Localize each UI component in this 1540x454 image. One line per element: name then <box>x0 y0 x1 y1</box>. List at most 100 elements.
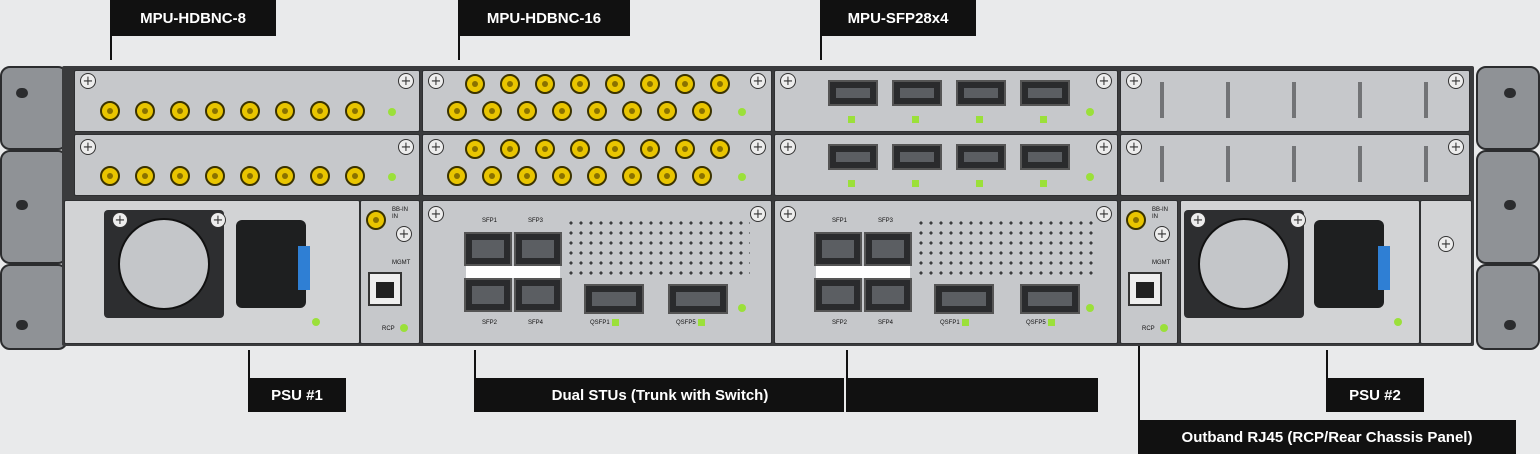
rj45-port-icon[interactable] <box>368 272 402 306</box>
sfp-cage-icon[interactable] <box>1020 144 1070 170</box>
qsfp5-label: QSFP5 <box>1026 320 1046 326</box>
bnc-connector-icon[interactable] <box>692 101 712 121</box>
sfp-cage-icon[interactable] <box>464 232 512 266</box>
bnc-connector-icon[interactable] <box>240 166 260 186</box>
bnc-connector-icon[interactable] <box>552 101 572 121</box>
sfp-cage-icon[interactable] <box>864 278 912 312</box>
in-label: IN <box>392 214 398 220</box>
sfp-cage-icon[interactable] <box>892 144 942 170</box>
bnc-connector-icon[interactable] <box>675 139 695 159</box>
bnc-connector-icon[interactable] <box>570 139 590 159</box>
rack-hole <box>16 320 28 330</box>
rj45-port-icon[interactable] <box>1128 272 1162 306</box>
bnc-connector-icon[interactable] <box>205 166 225 186</box>
status-led-icon <box>312 318 320 326</box>
sfp-cage-icon[interactable] <box>1020 80 1070 106</box>
sfp-cage-icon[interactable] <box>956 80 1006 106</box>
rack-hole <box>1504 200 1516 210</box>
blank-panel-vents <box>1160 82 1440 118</box>
sfp-cage-icon[interactable] <box>956 144 1006 170</box>
sfp-cage-icon[interactable] <box>514 278 562 312</box>
screw-icon: + <box>1154 226 1170 242</box>
bnc-connector-icon[interactable] <box>482 101 502 121</box>
bnc-connector-icon[interactable] <box>535 139 555 159</box>
screw-icon: + <box>398 73 414 89</box>
sfp-cage-icon[interactable] <box>828 144 878 170</box>
bnc-connector-icon[interactable] <box>170 101 190 121</box>
bnc-connector-icon[interactable] <box>675 74 695 94</box>
bnc-connector-icon[interactable] <box>622 101 642 121</box>
qsfp-cage-icon[interactable] <box>934 284 994 314</box>
bnc-connector-icon[interactable] <box>587 101 607 121</box>
bnc-connector-icon[interactable] <box>345 101 365 121</box>
bnc-connector-icon[interactable] <box>170 166 190 186</box>
bnc-connector-icon[interactable] <box>465 74 485 94</box>
bnc-connector-icon[interactable] <box>500 139 520 159</box>
bnc-connector-icon[interactable] <box>345 166 365 186</box>
bnc-connector-icon[interactable] <box>275 166 295 186</box>
sfp-cage-icon[interactable] <box>892 80 942 106</box>
sfp-cage-icon[interactable] <box>464 278 512 312</box>
status-led-icon <box>738 108 746 116</box>
mgmt-label: MGMT <box>1152 260 1171 266</box>
screw-icon: + <box>428 73 444 89</box>
status-led-icon <box>848 116 855 123</box>
screw-icon: + <box>1448 139 1464 155</box>
screw-icon: + <box>750 139 766 155</box>
qsfp-cage-icon[interactable] <box>1020 284 1080 314</box>
sfp-cage-icon[interactable] <box>828 80 878 106</box>
bnc-connector-icon[interactable] <box>657 101 677 121</box>
iec-power-inlet-icon[interactable] <box>236 220 306 308</box>
bnc-connector-icon[interactable] <box>622 166 642 186</box>
sfp-cage-icon[interactable] <box>514 232 562 266</box>
bnc-connector-icon[interactable] <box>465 139 485 159</box>
bnc-connector-icon[interactable] <box>535 74 555 94</box>
qsfp-cage-icon[interactable] <box>668 284 728 314</box>
bnc-connector-icon[interactable] <box>657 166 677 186</box>
iec-power-inlet-icon[interactable] <box>1314 220 1384 308</box>
bnc-connector-icon[interactable] <box>517 101 537 121</box>
screw-icon: + <box>112 212 128 228</box>
sfp-cage-icon[interactable] <box>864 232 912 266</box>
bnc-connector-icon[interactable] <box>570 74 590 94</box>
bnc-connector-icon[interactable] <box>135 101 155 121</box>
status-led-icon <box>612 319 619 326</box>
psu-release-tab[interactable] <box>1378 246 1390 290</box>
leader-dual-stus-2 <box>846 350 848 378</box>
bnc-connector-icon[interactable] <box>447 166 467 186</box>
bnc-connector-icon[interactable] <box>605 74 625 94</box>
bb-in-label: BB-IN <box>1152 207 1169 213</box>
sfp-cage-icon[interactable] <box>814 278 862 312</box>
bnc-connector-icon[interactable] <box>605 139 625 159</box>
bnc-connector-icon[interactable] <box>447 101 467 121</box>
bnc-connector-icon[interactable] <box>135 166 155 186</box>
bnc-connector-icon[interactable] <box>640 139 660 159</box>
bnc-connector-icon[interactable] <box>692 166 712 186</box>
leader-psu1 <box>248 350 250 378</box>
bnc-connector-icon[interactable] <box>710 139 730 159</box>
psu-release-tab[interactable] <box>298 246 310 290</box>
bnc-connector-icon[interactable] <box>640 74 660 94</box>
bnc-connector-icon[interactable] <box>1126 210 1146 230</box>
rack-hole <box>16 200 28 210</box>
screw-icon: + <box>428 206 444 222</box>
sfp-cage-icon[interactable] <box>814 232 862 266</box>
blank-panel-vents <box>1160 146 1440 182</box>
bnc-connector-icon[interactable] <box>310 101 330 121</box>
bnc-connector-icon[interactable] <box>710 74 730 94</box>
bnc-connector-icon[interactable] <box>500 74 520 94</box>
bnc-connector-icon[interactable] <box>552 166 572 186</box>
bnc-connector-icon[interactable] <box>100 101 120 121</box>
bnc-connector-icon[interactable] <box>366 210 386 230</box>
bnc-connector-icon[interactable] <box>240 101 260 121</box>
screw-icon: + <box>1448 73 1464 89</box>
bnc-connector-icon[interactable] <box>100 166 120 186</box>
status-led-icon <box>1048 319 1055 326</box>
bnc-connector-icon[interactable] <box>517 166 537 186</box>
qsfp-cage-icon[interactable] <box>584 284 644 314</box>
bnc-connector-icon[interactable] <box>205 101 225 121</box>
bnc-connector-icon[interactable] <box>310 166 330 186</box>
bnc-connector-icon[interactable] <box>482 166 502 186</box>
bnc-connector-icon[interactable] <box>275 101 295 121</box>
bnc-connector-icon[interactable] <box>587 166 607 186</box>
